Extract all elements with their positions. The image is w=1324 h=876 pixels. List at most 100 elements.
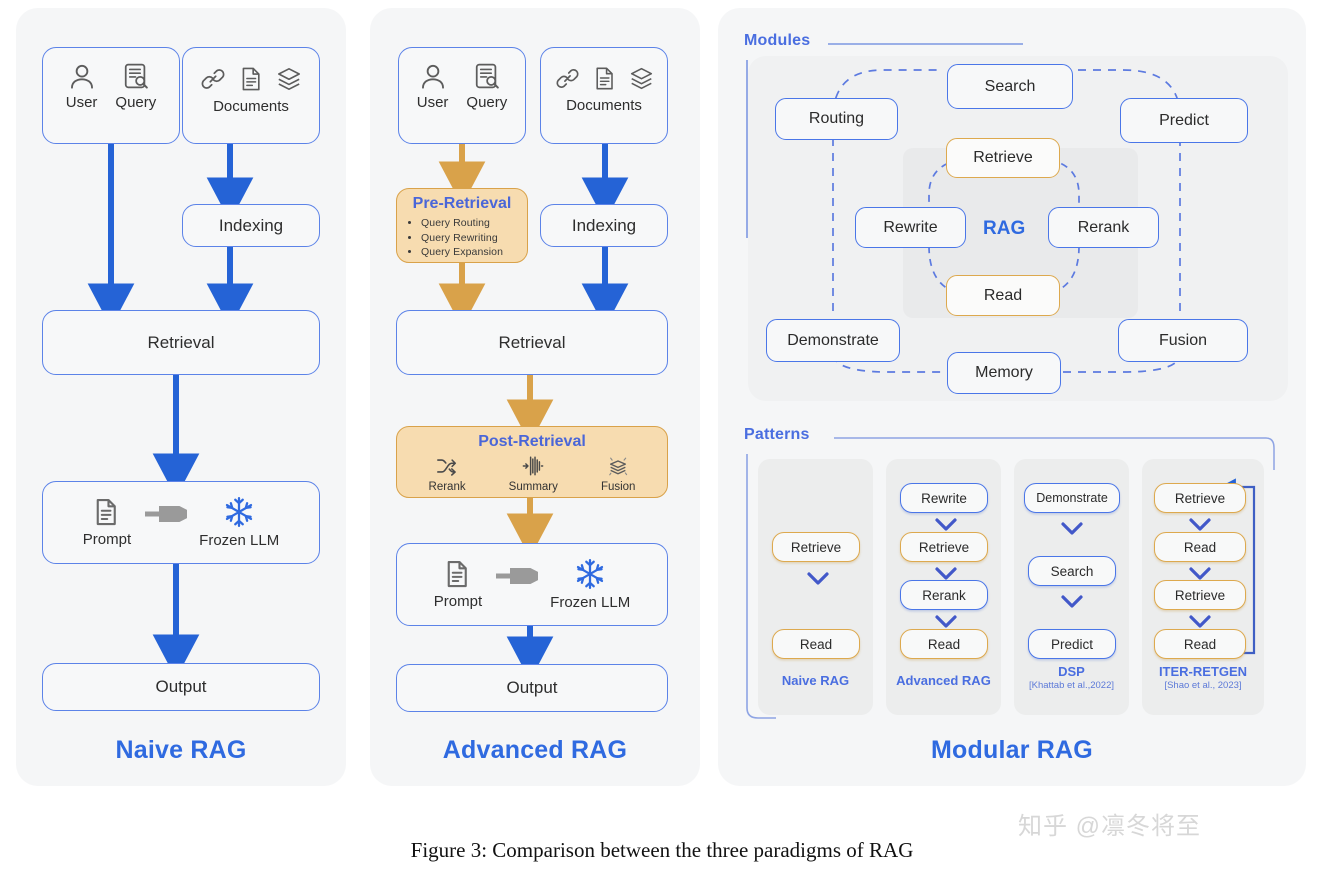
modules-section-label: Modules [744,32,811,49]
pattern-step-label: Read [1183,539,1217,555]
naive-retrieval-node: Retrieval [42,310,320,375]
pattern-step[interactable]: Retrieve [1154,483,1246,513]
module-node-read[interactable]: Read [946,275,1060,316]
module-node-memory[interactable]: Memory [947,352,1061,394]
user-icon [421,64,444,89]
panel-title-naive: Naive RAG [115,736,247,764]
arrow-right-icon [496,567,539,584]
post-retrieval-box: Post-Retrieval Rerank Summary Fusion [396,426,668,498]
advanced-user-query-icons: User Query [399,62,525,111]
chevron-down-icon [935,518,957,531]
query-cell: Query [115,62,156,111]
pattern-step[interactable]: Retrieve [1154,580,1246,610]
frozen-llm-label: Frozen LLM [550,594,631,611]
module-node-rerank[interactable]: Rerank [1048,207,1159,248]
fusion-layers-icon [609,457,628,476]
frozen-llm-cell: Frozen LLM [550,558,630,611]
pattern-step[interactable]: Search [1028,556,1116,586]
advanced-retrieval-node: Retrieval [396,310,668,375]
user-cell: User [416,62,449,111]
pattern-step-label: Read [1183,636,1217,652]
pattern-step[interactable]: Read [1154,532,1246,562]
prompt-cell: Prompt [434,559,482,610]
pattern-step-label: Retrieve [1174,490,1226,506]
module-label: Rerank [1077,218,1130,236]
module-label: Predict [1159,111,1209,129]
module-node-search[interactable]: Search [947,64,1073,109]
pre-retrieval-item: Query Rewriting [421,232,527,244]
pattern-column-citation: [Khattab et al.,2022] [1028,680,1115,691]
pattern-step-label: Retrieve [790,539,842,555]
naive-documents-icons [183,66,319,92]
module-node-predict[interactable]: Predict [1120,98,1248,143]
pattern-step[interactable]: Predict [1028,629,1116,659]
frozen-llm-label: Frozen LLM [199,532,280,549]
retrieval-label: Retrieval [498,332,566,352]
chevron-down-icon [1061,595,1083,608]
prompt-document-icon [96,498,116,526]
chevron-down-icon [807,572,829,585]
modules-center-label: RAG [983,218,1026,239]
prompt-cell: Prompt [83,497,131,548]
output-label: Output [155,677,207,696]
indexing-label: Indexing [218,215,284,235]
user-label: User [65,94,98,111]
pattern-step[interactable]: Demonstrate [1024,483,1120,513]
patterns-section-label: Patterns [744,426,810,443]
pattern-column-title: Naive RAG [781,673,850,688]
pattern-step[interactable]: Read [900,629,988,659]
frozen-llm-cell: Frozen LLM [199,496,279,549]
panel-naive-rag: User Query Documents Indexing [16,8,346,786]
module-label: Demonstrate [787,331,879,349]
user-label: User [416,94,449,111]
snowflake-icon [577,559,604,589]
modules-bracket [746,43,1023,238]
pattern-step-label: Predict [1050,636,1094,652]
module-label: Retrieve [973,149,1033,166]
pattern-step[interactable]: Rerank [900,580,988,610]
module-node-fusion[interactable]: Fusion [1118,319,1248,362]
query-icon [124,63,148,89]
module-node-retrieve[interactable]: Retrieve [946,138,1060,178]
snowflake-icon [226,496,253,527]
pre-retrieval-item: Query Routing [421,217,527,229]
pattern-step[interactable]: Read [772,629,860,659]
figure-caption: Figure 3: Comparison between the three p… [410,838,914,862]
pattern-step-label: Rewrite [921,490,967,506]
user-cell: User [65,62,98,111]
pattern-column-title: Advanced RAG [896,673,991,688]
query-label: Query [115,94,157,111]
document-icon [242,67,260,91]
pattern-step-label: Demonstrate [1036,491,1108,505]
naive-arrows [87,144,254,679]
pattern-step[interactable]: Rewrite [900,483,988,513]
rerank-label: Rerank [428,481,466,493]
module-label: Routing [808,110,865,127]
module-node-routing[interactable]: Routing [775,98,898,140]
shuffle-icon [437,459,457,476]
pattern-step-label: Rerank [922,587,966,603]
pattern-step-label: Retrieve [918,539,970,555]
advanced-generation-node: Prompt Frozen LLM [396,543,668,626]
module-node-rewrite[interactable]: Rewrite [855,207,966,248]
watermark: 知乎 @凛冬将至 [1018,813,1202,840]
module-label: Read [983,286,1023,304]
pattern-step[interactable]: Retrieve [772,532,860,562]
pre-retrieval-title: Pre-Retrieval [412,195,512,212]
pattern-column-title: DSP [1058,664,1085,679]
naive-documents-card: Documents [182,47,320,144]
pattern-step-label: Read [927,636,961,652]
chevron-down-icon [1189,518,1211,531]
fusion-label: Fusion [600,481,636,493]
chevron-down-icon [935,615,957,628]
summary-label: Summary [508,481,558,493]
module-label: Memory [975,364,1033,381]
module-node-demonstrate[interactable]: Demonstrate [766,319,900,362]
documents-label: Documents [566,97,642,114]
pattern-step[interactable]: Read [1154,629,1246,659]
pattern-step[interactable]: Retrieve [900,532,988,562]
link-icon [201,69,225,89]
module-label: Fusion [1158,331,1208,349]
link-icon [555,69,579,88]
